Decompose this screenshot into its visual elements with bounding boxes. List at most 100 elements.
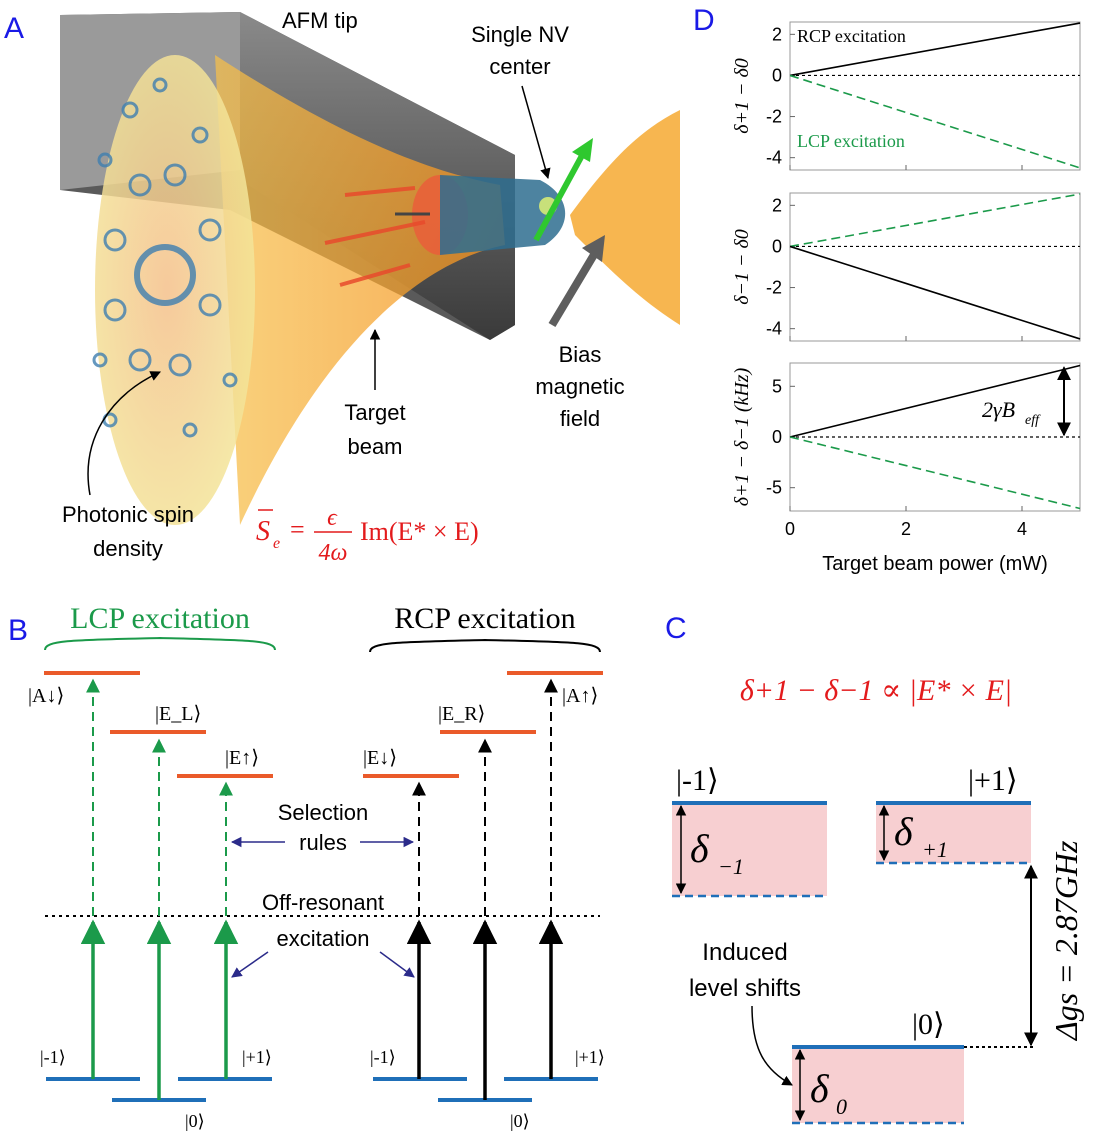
panel-a-letter: A (4, 12, 24, 45)
state-e-up: |E↑⟩ (225, 747, 259, 769)
level-p1-label: |+1⟩ (968, 764, 1018, 797)
lcp-ground-m1: |-1⟩ (40, 1047, 66, 1067)
eq-lhs: S (256, 516, 270, 547)
y-tick-label: 2 (772, 24, 782, 44)
eq-lhs-sub: e (273, 535, 280, 552)
lcp-ground-0: |0⟩ (185, 1111, 205, 1131)
y-tick-label: 0 (772, 236, 782, 256)
rcp-brace (369, 638, 601, 653)
panel-b: B LCP excitation RCP excitation |A↓⟩ |E_… (8, 602, 605, 1131)
bias-label-line2: magnetic (535, 374, 624, 399)
induced-label-line1: Induced (702, 939, 787, 966)
level-m1-label: |-1⟩ (676, 764, 719, 797)
lcp-ground-p1: |+1⟩ (242, 1047, 272, 1067)
delta-p1: δ (894, 809, 914, 854)
series-line-1-2 (789, 74, 1081, 169)
spin-density-equation: S e = ϵ 4ω Im(E* × E) (256, 505, 479, 566)
state-a-down: |A↓⟩ (28, 685, 64, 707)
panel-c-letter: C (665, 612, 687, 645)
panel-a: A (4, 8, 680, 566)
excited-state-labels: |A↓⟩ |E_L⟩ |E↑⟩ |E↓⟩ |E_R⟩ |A↑⟩ (28, 685, 598, 769)
x-tick-label: 0 (785, 519, 795, 539)
nv-pointer-arrow (521, 85, 551, 180)
state-e-l: |E_L⟩ (155, 703, 201, 725)
offres-arrow-left (231, 951, 269, 978)
spin-label-line2: density (93, 536, 163, 561)
eq-denominator: 4ω (319, 540, 348, 566)
c-levels-dashed (672, 861, 1031, 1125)
panel-b-letter: B (8, 614, 28, 647)
offres-arrow-right (379, 951, 415, 978)
delta-p1-sub: +1 (922, 837, 948, 862)
y-axis-label: δ+1 − δ−1 (kHz) (731, 367, 753, 506)
y-axis-label: δ−1 − δ0 (731, 229, 753, 305)
dashed-transitions (86, 678, 558, 916)
induced-pointer-arrow (751, 1005, 793, 1086)
x-tick-label: 2 (901, 519, 911, 539)
afm-tip-label: AFM tip (282, 8, 358, 33)
delta-0-sub: 0 (836, 1094, 847, 1119)
series-line-3-2 (789, 436, 1081, 510)
state-e-r: |E_R⟩ (438, 703, 485, 725)
series-label-lcp: LCP excitation (797, 131, 905, 151)
series-label-rcp: RCP excitation (797, 26, 906, 46)
spin-label-line1: Photonic spin (62, 502, 194, 527)
delta-0: δ (810, 1066, 830, 1111)
rcp-title: RCP excitation (394, 602, 575, 635)
rcp-ground-0: |0⟩ (510, 1111, 530, 1131)
chart-1-frame (789, 21, 1081, 171)
spin-density-disc (92, 55, 255, 525)
series-line-3-1 (789, 364, 1081, 438)
y-tick-label: -5 (766, 478, 782, 498)
svg-text:=: = (290, 515, 305, 544)
offres-label-line2: excitation (277, 926, 370, 951)
spin-pointer-arrow (87, 371, 161, 496)
shift-box-p1 (876, 803, 1031, 863)
panel-d-letter: D (693, 4, 715, 37)
y-tick-label: -2 (766, 278, 782, 298)
solid-transitions (80, 919, 564, 1100)
series-line-2-2 (789, 245, 1081, 340)
y-axis-label: δ+1 − δ0 (731, 58, 753, 134)
y-tick-label: 2 (772, 195, 782, 215)
rcp-ground-p1: |+1⟩ (575, 1047, 605, 1067)
chart-2-frame (789, 192, 1081, 342)
series-line-1-1 (789, 22, 1081, 77)
c-equation: δ+1 − δ−1 ∝ |E* × E| (740, 674, 1012, 707)
selection-label-line2: rules (299, 830, 347, 855)
state-e-down: |E↓⟩ (363, 747, 397, 769)
delta-m1: δ (690, 826, 710, 871)
offres-label-line1: Off-resonant (262, 890, 384, 915)
selection-label-line1: Selection (278, 800, 369, 825)
bottom-annotation-sub: eff (1025, 413, 1041, 428)
panel-c: C δ+1 − δ−1 ∝ |E* × E| |-1⟩ |+1⟩ |0⟩ δ −… (665, 612, 1084, 1125)
nv-label-line1: Single NV (471, 22, 569, 47)
state-a-up: |A↑⟩ (562, 685, 598, 707)
nv-label-line2: center (489, 54, 550, 79)
c-levels-solid (672, 801, 1031, 1049)
y-tick-label: 0 (772, 65, 782, 85)
bias-field-arrow (548, 235, 605, 328)
ground-levels (46, 1077, 598, 1102)
chart-xlabel: Target beam power (mW) (822, 553, 1048, 575)
nv-center-illustration (324, 138, 593, 287)
eq-numerator: ϵ (327, 505, 338, 531)
rcp-ground-m1: |-1⟩ (370, 1047, 396, 1067)
bias-label-line3: field (560, 406, 600, 431)
bottom-annotation: 2γB (982, 397, 1015, 422)
y-tick-label: 5 (772, 376, 782, 396)
bias-label-line1: Bias (559, 342, 602, 367)
lcp-title: LCP excitation (70, 602, 250, 635)
y-tick-label: -4 (766, 319, 782, 339)
induced-label-line2: level shifts (689, 975, 801, 1002)
target-label-line1: Target (344, 400, 405, 425)
target-label-line2: beam (347, 434, 402, 459)
lcp-brace (44, 636, 276, 651)
gap-label: Δgs = 2.87GHz (1048, 840, 1084, 1042)
eq-rest: Im(E* × E) (360, 517, 479, 546)
y-tick-label: -4 (766, 148, 782, 168)
level-0-label: |0⟩ (912, 1008, 945, 1041)
